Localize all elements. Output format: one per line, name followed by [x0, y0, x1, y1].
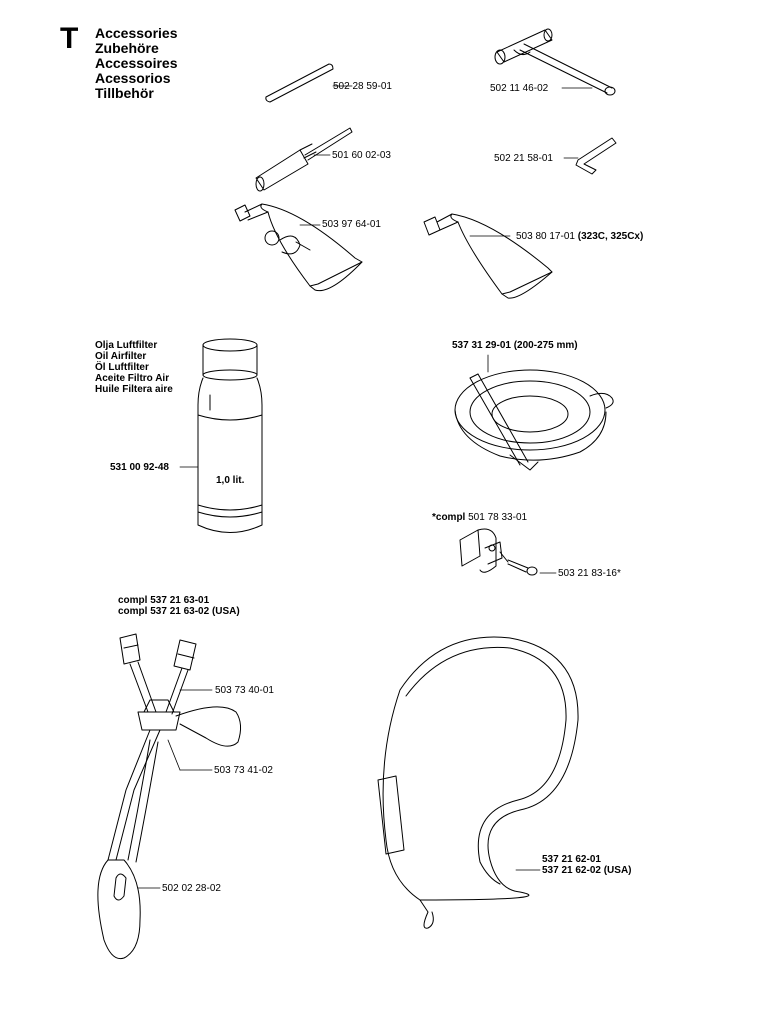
part-harness-strap-label: 503 73 41-02	[214, 765, 273, 776]
t-wrench-drawing	[495, 29, 615, 95]
oil-bottle-volume: 1,0 lit.	[216, 475, 245, 486]
harness-drawing	[98, 634, 241, 959]
part-oil-bottle-label: 531 00 92-48	[110, 462, 169, 473]
oil-label-english: Oil Airfilter	[95, 351, 147, 362]
title-swedish: Tillbehör	[95, 85, 154, 101]
oil-label-spanish: Aceite Filtro Air	[95, 373, 170, 384]
clamp-compl-prefix: *compl	[432, 512, 466, 523]
part-grease-tube-left-label: 503 97 64-01	[322, 219, 381, 230]
part-hex-key-label: 502 21 58-01	[494, 153, 553, 164]
part-clamp-screw-label: 503 21 83-16*	[558, 568, 621, 579]
part-rod-label: 502 28 59-01	[333, 81, 392, 92]
part-sling-label-1: 537 21 62-01	[542, 854, 601, 865]
title-french: Accessoires	[95, 55, 178, 71]
part-file-label: 501 60 02-03	[332, 150, 391, 161]
title-german: Zubehöre	[95, 40, 159, 56]
oil-label-swedish: Olja Luftfilter	[95, 340, 158, 351]
part-clamp-label: *compl 501 78 33-01	[432, 512, 528, 523]
sling-drawing	[378, 637, 578, 928]
clamp-drawing	[460, 529, 556, 575]
grease-tube-left-drawing	[235, 204, 362, 291]
file-drawing	[256, 128, 352, 191]
oil-label-french: Huile Filtera aire	[95, 384, 173, 395]
title-spanish: Acessorios	[95, 70, 171, 86]
rod-drawing	[266, 64, 352, 102]
deflector-drawing	[455, 355, 613, 470]
part-harness-compl-1: compl 537 21 63-01	[118, 595, 210, 606]
part-t-wrench-label: 502 11 46-02	[490, 83, 549, 94]
part-harness-pad-label: 502 02 28-02	[162, 883, 221, 894]
title-english: Accessories	[95, 25, 178, 41]
hex-key-drawing	[564, 138, 616, 174]
part-harness-compl-2: compl 537 21 63-02 (USA)	[118, 606, 240, 617]
grease-tube-right-drawing	[424, 214, 552, 298]
part-sling-label-2: 537 21 62-02 (USA)	[542, 865, 632, 876]
part-grease-tube-right-label: 503 80 17-01 (323C, 325Cx)	[516, 231, 644, 242]
part-harness-buckle-label: 503 73 40-01	[215, 685, 274, 696]
part-deflector-label: 537 31 29-01 (200-275 mm)	[452, 340, 578, 351]
part-grease-tube-right-note: (323C, 325Cx)	[577, 231, 644, 242]
oil-bottle-drawing	[180, 339, 262, 533]
section-letter: T	[60, 22, 79, 55]
oil-label-german: Öl Luftfilter	[95, 362, 149, 373]
